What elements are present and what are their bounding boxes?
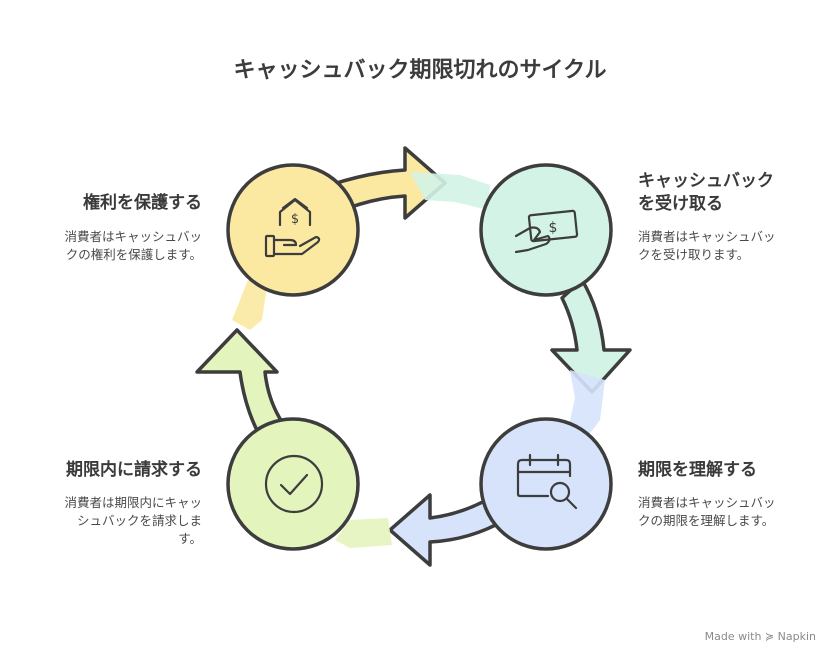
svg-text:$: $ [291,212,299,227]
node-understand [479,417,613,551]
node-protect: $ [226,163,360,297]
arrow-top [328,146,490,220]
hand-cash-icon: $ [514,209,579,254]
arrow-right [550,278,632,440]
node-claim [226,417,360,551]
step-claim-desc: 消費者は期限内にキャッ シュバックを請求しま す。 [64,495,202,546]
step-understand-label: 期限を理解する [638,460,757,480]
svg-text:$: $ [549,220,558,236]
step-understand-desc: 消費者はキャッシュバッ クの期限を理解します。 [638,495,776,528]
step-receive-desc: 消費者はキャッシュバッ クを受け取ります。 [638,229,776,262]
arrow-left [195,280,284,442]
step-claim-label: 期限内に請求する [66,460,202,480]
check-circle-icon [264,454,324,514]
calendar-search-icon [516,453,578,510]
step-protect-label: 権利を保護する [83,193,202,213]
node-receive: $ [479,163,613,297]
step-protect-desc: 消費者はキャッシュバッ クの権利を保護します。 [64,229,202,262]
page-title: キャッシュバック期限切れのサイクル [233,58,607,83]
made-with-napkin-footer[interactable]: Made with ≽ Napkin [704,630,816,643]
arrow-bottom [335,493,507,567]
step-receive-label: キャッシュバック を受け取る [638,171,774,214]
house-hand-dollar-icon: $ [264,197,321,258]
